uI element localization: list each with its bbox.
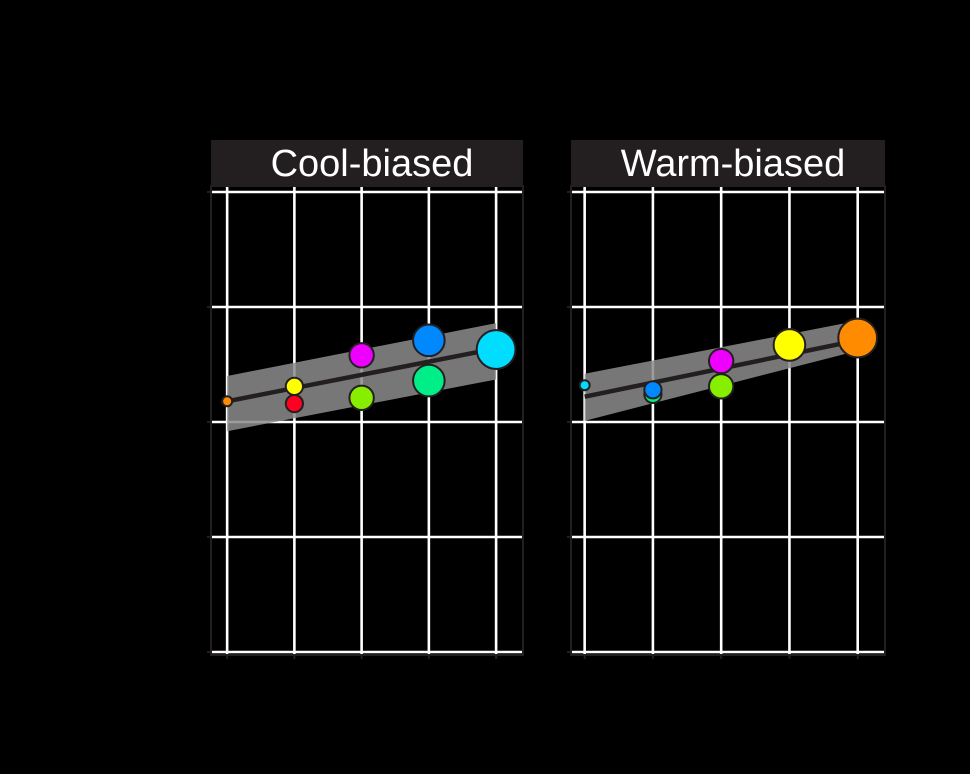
data-point [772,328,807,362]
data-point [284,394,304,414]
strip-title: Warm-biased [621,143,846,185]
data-point [643,380,663,400]
panel-cool-biased: Cool-biased [207,140,524,659]
strip-background [571,140,885,186]
data-point [837,317,879,359]
data-point [707,373,735,400]
data-point [412,323,446,358]
data-point [412,363,446,398]
data-point [707,347,735,375]
data-point [221,395,234,408]
data-point [348,384,375,412]
data-point [578,379,591,392]
panel-border [210,185,524,656]
strip-title: Cool-biased [271,143,474,185]
data-point [475,329,517,370]
strip-background [211,140,523,186]
panel-warm-biased: Warm-biased [567,140,886,659]
regression-line [226,346,497,404]
panel-border [570,185,886,656]
data-point [348,342,375,369]
data-point [284,376,304,396]
